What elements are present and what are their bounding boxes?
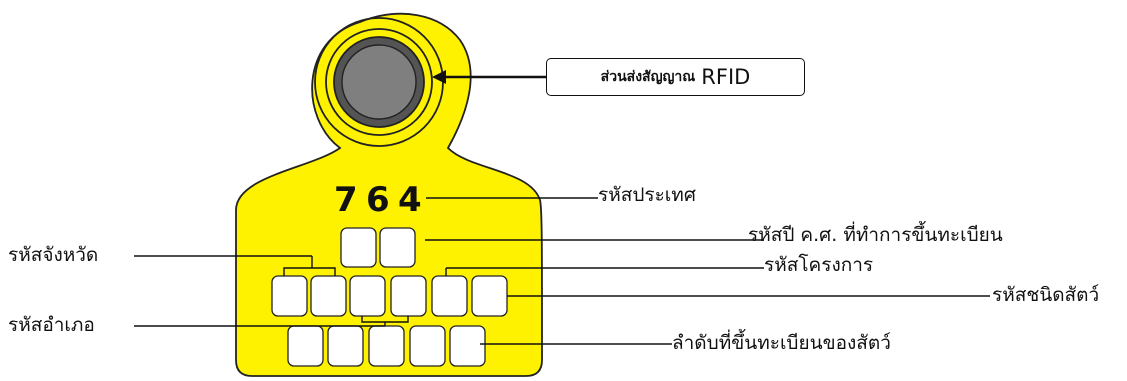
province-bracket — [283, 267, 336, 276]
country-code-label: รหัสประเทศ — [598, 184, 696, 206]
rfid-label-box: ส่วนส่งสัญญาณ RFID — [546, 58, 805, 96]
province-code-box — [271, 275, 308, 317]
rfid-ring-inner — [325, 28, 433, 136]
registration-sequence-label: ลำดับที่ขึ้นทะเบียนของสัตว์ — [672, 332, 891, 354]
rfid-arrowhead — [432, 70, 446, 84]
province-code-label: รหัสจังหวัด — [8, 244, 99, 266]
country-code-digit: 6 — [366, 180, 390, 220]
year-code-label: รหัสปี ค.ศ. ที่ทำการขึ้นทะเบียน — [748, 224, 1003, 246]
country-code-digit: 7 — [334, 180, 358, 220]
sequence-code-box — [449, 325, 486, 367]
district-code-box — [349, 275, 386, 317]
animal-type-code-label: รหัสชนิดสัตว์ — [992, 284, 1100, 306]
district-code-box — [390, 275, 427, 317]
country-code-digit: 4 — [398, 180, 422, 220]
rfid-label-en: RFID — [701, 65, 751, 89]
sequence-code-box — [409, 325, 446, 367]
sequence-code-box — [287, 325, 324, 367]
sequence-code-box — [327, 325, 364, 367]
rfid-button-center — [341, 44, 417, 120]
rfid-label-thai: ส่วนส่งสัญญาณ — [600, 69, 696, 85]
year-code-box — [379, 227, 416, 268]
year-code-box — [340, 227, 377, 268]
province-code-box — [310, 275, 347, 317]
sequence-code-box — [368, 325, 405, 367]
project-code-label: รหัสโครงการ — [764, 254, 874, 276]
animal-type-code-box — [471, 275, 508, 317]
district-code-label: รหัสอำเภอ — [8, 314, 95, 336]
project-code-box — [431, 275, 468, 317]
